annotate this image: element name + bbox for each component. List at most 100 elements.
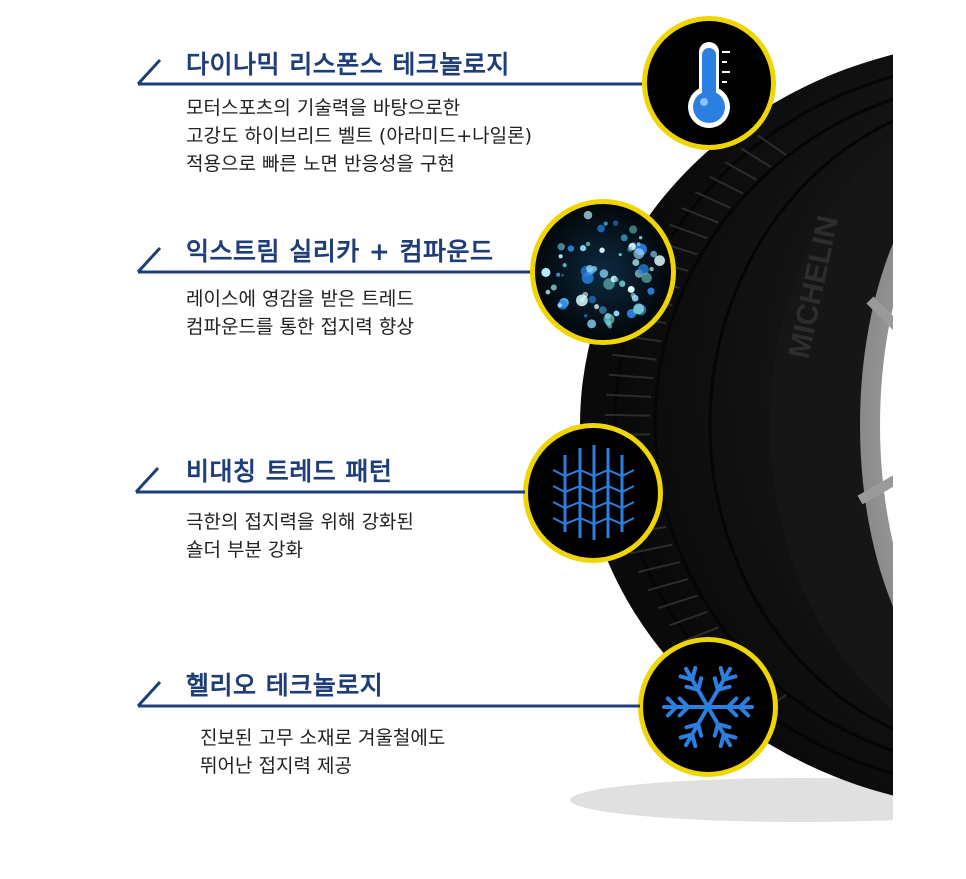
silica-particle <box>649 266 654 272</box>
silica-particle <box>613 310 620 317</box>
silica-particle <box>567 245 575 252</box>
silica-particle <box>558 254 563 259</box>
silica-particle <box>586 264 594 273</box>
snowflake-branch <box>715 684 732 692</box>
silica-particle <box>638 235 643 240</box>
feature-title: 비대칭 트레드 패턴 <box>186 457 393 486</box>
silica-particle <box>556 272 561 277</box>
silica-particle <box>647 287 655 295</box>
silica-particle <box>581 272 594 284</box>
tread-groove <box>629 543 673 555</box>
tread-groove <box>647 578 689 592</box>
silica-particle <box>541 267 551 277</box>
badge-snowflake <box>638 637 778 777</box>
silica-particle <box>603 221 608 226</box>
description-line: 적용으로 빠른 노면 반응성을 구현 <box>186 153 455 175</box>
silica-particle <box>545 289 551 295</box>
snowflake-branch <box>712 722 720 738</box>
feature-description: 극한의 접지력을 위해 강화된 숄더 부분 강화 <box>186 508 414 564</box>
feature-description: 모터스포츠의 기술력을 바탕으로한 고강도 하이브리드 벨트 (아라미드+나일론… <box>186 94 532 178</box>
tread-groove <box>694 191 731 209</box>
description-line: 컴파운드를 통한 접지력 향상 <box>186 316 414 338</box>
silica-particle <box>650 250 658 258</box>
silica-particle <box>583 210 593 220</box>
silica-particle <box>587 319 597 329</box>
tread-groove <box>638 561 680 573</box>
silica-particle <box>562 263 567 268</box>
tread-groove <box>606 393 652 398</box>
snowflake-branch <box>737 696 751 709</box>
tread-groove <box>757 134 787 156</box>
description-line: 고강도 하이브리드 벨트 (아라미드+나일론) <box>186 125 533 147</box>
snowflake-branch <box>684 722 701 730</box>
feature-title: 헬리오 테크놀로지 <box>186 671 384 700</box>
silica-particle <box>636 242 641 246</box>
silica-particle <box>579 245 587 252</box>
silica-particle <box>632 305 642 315</box>
silica-particle <box>620 234 628 242</box>
silica-particle <box>560 273 565 277</box>
snowflake-branch <box>718 732 726 749</box>
description-line: 숄더 부분 강화 <box>186 539 303 561</box>
snowflake-icon <box>662 665 754 749</box>
silica-particles-icon <box>541 210 665 329</box>
silica-particle <box>627 246 633 252</box>
tread-groove <box>657 594 698 610</box>
tread-groove <box>605 413 651 417</box>
tread-groove <box>681 626 719 643</box>
snowflake-branch <box>678 732 695 740</box>
snowflake-branch <box>725 705 739 718</box>
silica-particle <box>588 295 597 304</box>
description-line: 레이스에 영감을 받은 트레드 <box>186 288 414 310</box>
silica-particle <box>557 303 563 308</box>
description-line: 모터스포츠의 기술력을 바탕으로한 <box>186 97 461 119</box>
badge-thermometer <box>642 16 776 150</box>
snowflake-branch <box>690 732 698 749</box>
snowflake-branch <box>665 696 679 709</box>
tread-groove <box>709 175 744 195</box>
badge-silica <box>530 199 676 345</box>
thermometer-icon <box>688 42 730 128</box>
silica-particle <box>585 241 591 247</box>
silica-particle <box>612 220 619 226</box>
snowflake-branch <box>721 674 738 682</box>
silica-particle <box>627 286 635 293</box>
description-line: 뛰어난 접지력 제공 <box>200 755 352 777</box>
silica-particle <box>630 292 636 298</box>
silica-particle <box>632 259 640 266</box>
silica-particle <box>550 284 557 291</box>
description-line: 극한의 접지력을 위해 강화된 <box>186 511 414 533</box>
silica-particle <box>618 253 622 257</box>
tread-groove <box>608 373 654 380</box>
badge-tread <box>523 423 663 563</box>
snowflake-branch <box>696 676 704 692</box>
tread-groove <box>681 207 719 224</box>
feature-description: 레이스에 영감을 받은 트레드 컴파운드를 통한 접지력 향상 <box>186 285 414 341</box>
feature-line <box>136 680 640 708</box>
silica-particle <box>557 243 565 251</box>
feature-line <box>134 466 525 494</box>
feature-line <box>136 246 530 274</box>
silica-particle <box>654 255 665 266</box>
tread-groove <box>740 147 772 168</box>
silica-particle <box>614 277 619 283</box>
silica-particle <box>633 248 645 260</box>
silica-particle <box>619 280 626 287</box>
feature-title: 다이나믹 리스폰스 테크놀로지 <box>186 50 510 79</box>
silica-particle <box>641 272 652 284</box>
silica-particle <box>629 225 638 234</box>
silica-particle <box>576 294 588 307</box>
tread-pattern-icon <box>552 445 635 540</box>
silica-particle <box>638 264 649 276</box>
silica-particle <box>597 224 606 233</box>
silica-particle <box>603 313 615 325</box>
silica-particle <box>599 269 609 278</box>
snowflake-branch <box>718 665 726 682</box>
silica-particle <box>583 314 588 318</box>
tread-groove <box>724 161 758 181</box>
snowflake-branch <box>677 696 691 709</box>
feature-title: 익스트림 실리카 + 컴파운드 <box>186 237 494 266</box>
tread-groove <box>612 353 657 361</box>
tread-groove <box>669 610 708 627</box>
